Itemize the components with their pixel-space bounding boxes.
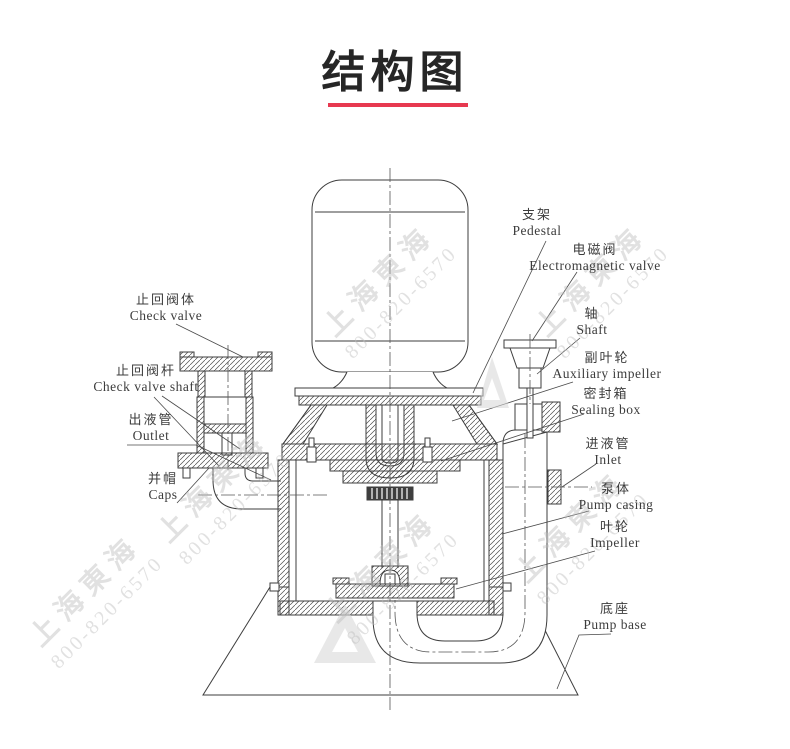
label-electromagnetic-valve-en: Electromagnetic valve: [529, 258, 661, 273]
label-check-valve-shaft-en: Check valve shaft: [93, 379, 199, 394]
check-valve-shape: [177, 351, 273, 479]
pump-casing-shape: [277, 459, 290, 616]
label-outlet-en: Outlet: [132, 428, 170, 443]
label-check-valve: 止回阀体 Check valve: [130, 292, 203, 324]
label-inlet-zh: 进液管: [585, 436, 631, 451]
label-shaft: 轴 Shaft: [577, 306, 608, 338]
label-pump-casing-zh: 泵体: [600, 481, 631, 496]
label-check-valve-shaft: 止回阀杆 Check valve shaft: [93, 363, 198, 395]
label-impeller: 叶轮 Impeller: [590, 519, 640, 551]
label-shaft-zh: 轴: [584, 306, 600, 321]
label-auxiliary-impeller-en: Auxiliary impeller: [552, 366, 662, 381]
label-pump-base-en: Pump base: [583, 617, 647, 632]
label-electromagnetic-valve: 电磁阀 Electromagnetic valve: [529, 242, 661, 274]
label-pedestal-en: Pedestal: [512, 223, 562, 238]
label-sealing-box-en: Sealing box: [571, 402, 641, 417]
label-pump-base-zh: 底座: [599, 601, 630, 616]
label-impeller-en: Impeller: [590, 535, 640, 550]
logo-watermark: [314, 357, 509, 663]
label-sealing-box: 密封箱 Sealing box: [571, 386, 641, 418]
label-pedestal-zh: 支架: [521, 207, 552, 222]
leader-lines: [127, 240, 612, 690]
label-check-valve-zh: 止回阀体: [135, 292, 197, 307]
label-caps-zh: 并帽: [147, 471, 179, 486]
label-inlet-en: Inlet: [594, 452, 622, 467]
label-pump-casing: 泵体 Pump casing: [579, 481, 654, 513]
label-outlet: 出液管 Outlet: [128, 412, 173, 444]
label-caps-en: Caps: [148, 487, 178, 502]
label-auxiliary-impeller: 副叶轮 Auxiliary impeller: [552, 350, 661, 382]
centerlines: [198, 168, 592, 710]
label-inlet: 进液管 Inlet: [585, 436, 630, 468]
page-title: 结构图: [321, 48, 469, 97]
label-check-valve-en: Check valve: [129, 308, 203, 323]
label-caps: 并帽 Caps: [148, 471, 178, 503]
label-shaft-en: Shaft: [576, 322, 608, 337]
label-impeller-zh: 叶轮: [599, 519, 631, 534]
label-sealing-box-zh: 密封箱: [583, 386, 629, 401]
label-outlet-zh: 出液管: [128, 412, 174, 427]
label-pedestal: 支架 Pedestal: [513, 207, 562, 239]
title-underline: [328, 103, 468, 107]
label-pump-base: 底座 Pump base: [583, 601, 646, 633]
outlet-pipe-shape: [212, 468, 281, 510]
label-pump-casing-en: Pump casing: [578, 497, 654, 512]
label-auxiliary-impeller-zh: 副叶轮: [584, 350, 630, 365]
label-check-valve-shaft-zh: 止回阀杆: [115, 363, 176, 378]
label-electromagnetic-valve-zh: 电磁阀: [572, 242, 618, 257]
